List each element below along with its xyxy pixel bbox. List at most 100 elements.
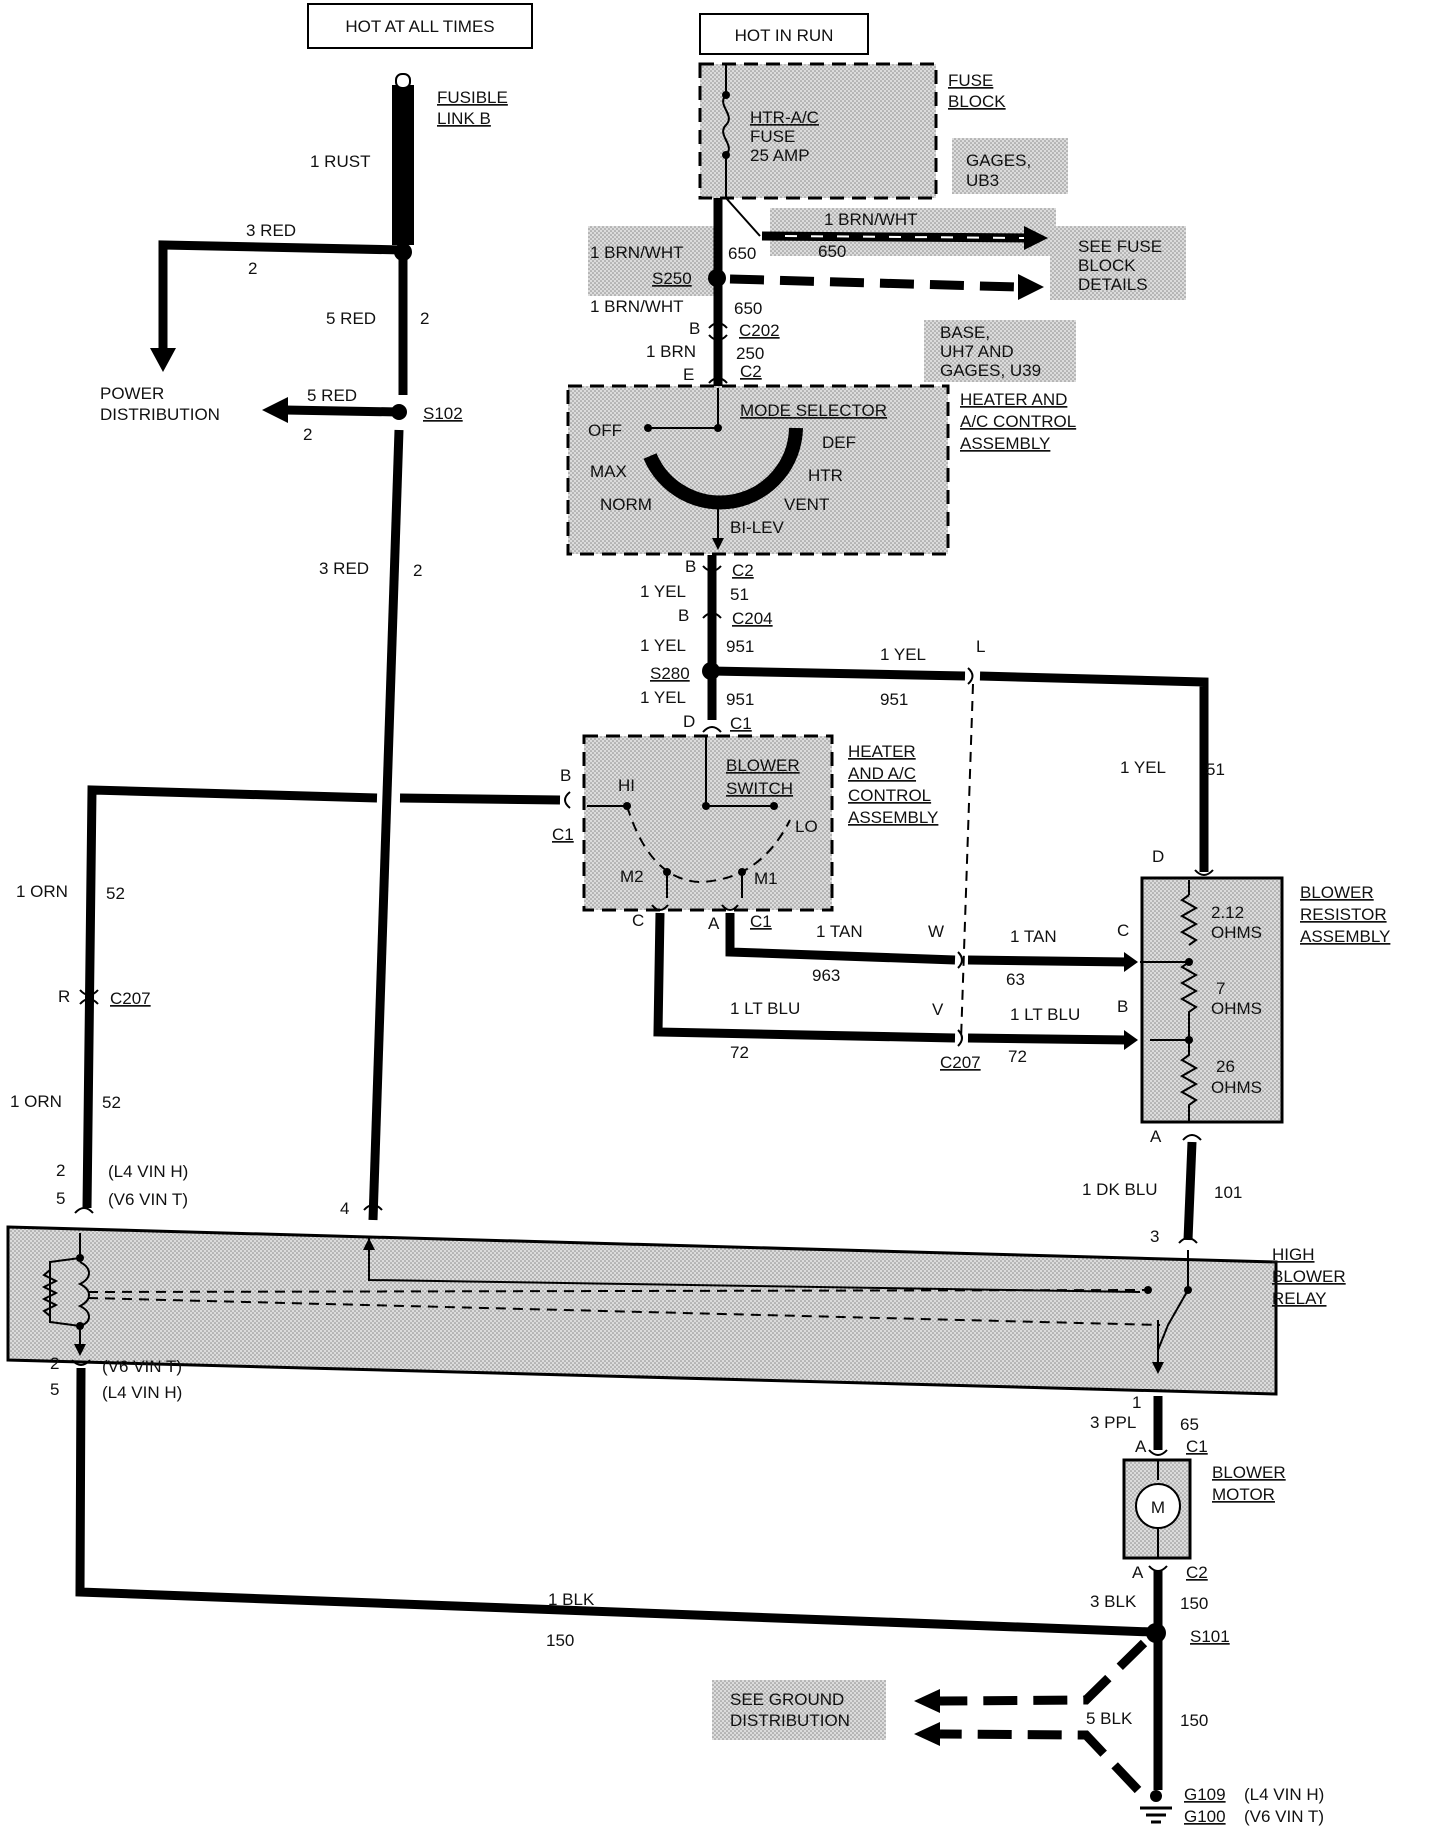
c2-pin-e-label: E (683, 365, 694, 384)
see-ground-label-2: DISTRIBUTION (730, 1711, 850, 1730)
s250-circuit-top-label: 650 (728, 244, 756, 263)
ground-symbol-icon (1140, 1790, 1172, 1824)
hot-at-all-times-label: HOT AT ALL TIMES (345, 17, 494, 36)
wire-ground-dashed-2 (939, 1729, 1142, 1794)
wire-3-red-branch (158, 240, 404, 355)
wire-orn-hi-right (399, 793, 561, 805)
wire-yel-2-label: 1 YEL (640, 636, 686, 655)
wire-yel-1-label: 1 YEL (640, 582, 686, 601)
wire-yel-51-label: 1 YEL (1120, 758, 1166, 777)
wire-yel-right-label: 1 YEL (880, 645, 926, 664)
g100-label: G100 (1184, 1807, 1226, 1826)
mode-max-label: MAX (590, 462, 627, 481)
resistor-3-unit: OHMS (1211, 1078, 1262, 1097)
hot-in-run-box: HOT IN RUN (699, 13, 869, 55)
pin-l-label: L (976, 637, 985, 656)
circuit-150-blk-label: 150 (546, 1631, 574, 1650)
resistor-assembly-label-2: RESISTOR (1300, 905, 1387, 924)
fuse-name-label: HTR-A/C (750, 108, 819, 127)
wire-3-red-long (368, 429, 404, 1221)
wire-orn-1-label: 1 ORN (16, 882, 68, 901)
motor-c1-label: C1 (1186, 1437, 1208, 1456)
wire-dk-blu-label: 1 DK BLU (1082, 1180, 1158, 1199)
relay-pin-2-bottom-note: (V6 VIN T) (102, 1357, 182, 1376)
mode-selector-switch (643, 388, 803, 550)
switch-hi-label: HI (618, 776, 635, 795)
wire-yel-951-right (710, 666, 966, 681)
relay-pin-5-top: 5 (56, 1189, 65, 1208)
fuse-block-label-2: BLOCK (948, 92, 1006, 111)
motor-symbol-label: M (1151, 1498, 1165, 1517)
arrow-left-icon (262, 397, 288, 423)
hvac-assembly-label-1: HEATER AND (960, 390, 1067, 409)
wire-lt-blu-left-label: 1 LT BLU (730, 999, 800, 1018)
see-ground-label-1: SEE GROUND (730, 1690, 844, 1709)
switch-c1-left-label: C1 (552, 825, 574, 844)
wire-lt-blu-left (653, 912, 956, 1043)
see-fuse-block-bg (1050, 226, 1186, 300)
motor-pin-a-bottom: A (1132, 1563, 1144, 1582)
circuit-2-left-label: 2 (303, 425, 312, 444)
see-fuse-label-3: DETAILS (1078, 275, 1148, 294)
c207-bottom-label: C207 (940, 1053, 981, 1072)
circuit-51-label: 51 (730, 585, 749, 604)
c204-pin-b-label: B (678, 606, 689, 625)
c1-pin-d-label: D (683, 712, 695, 731)
switch-assembly-label-1: HEATER (848, 742, 916, 761)
blower-resistor-box (1140, 876, 1284, 1124)
resistor-a-connector (1182, 1134, 1202, 1141)
relay-pin-2-bottom: 2 (50, 1354, 59, 1373)
base-note-label-1: BASE, (940, 323, 990, 342)
blower-switch-symbol (587, 736, 791, 898)
resistor-pin-c-label: C (1117, 921, 1129, 940)
wire-brn-wht-dashed (729, 274, 1019, 292)
hvac-assembly-label-3: ASSEMBLY (960, 434, 1050, 453)
base-note-label-3: GAGES, U39 (940, 361, 1041, 380)
circuit-101-label: 101 (1214, 1183, 1242, 1202)
wire-1-blk-label: 1 BLK (548, 1590, 595, 1609)
pin-v-label: V (932, 1000, 944, 1019)
relay-label-3: RELAY (1272, 1289, 1327, 1308)
wire-3-red-low-label: 3 RED (319, 559, 369, 578)
s250-wire-top-label: 1 BRN/WHT (590, 243, 684, 262)
switch-pin-b-label: B (560, 766, 571, 785)
s101-label: S101 (1190, 1627, 1230, 1646)
wire-3-blk-label: 3 BLK (1090, 1592, 1137, 1611)
circuit-951-b-label: 951 (726, 690, 754, 709)
switch-m2-label: M2 (620, 867, 644, 886)
c1-b-connector (564, 791, 571, 809)
gages-note-label-1: GAGES, (966, 151, 1031, 170)
mode-vent-label: VENT (784, 495, 829, 514)
circuit-2-mid-label: 2 (420, 309, 429, 328)
resistor-1-value: 2.12 (1211, 903, 1244, 922)
fuse-block-box (698, 62, 938, 200)
switch-assembly-label-3: CONTROL (848, 786, 931, 805)
blower-motor-label-2: MOTOR (1212, 1485, 1275, 1504)
switch-lo-label: LO (795, 817, 818, 836)
htr-ac-fuse-symbol (722, 64, 730, 198)
circuit-52-b-label: 52 (102, 1093, 121, 1112)
resistor-3-value: 26 (1216, 1057, 1235, 1076)
resistor-pin-a-label: A (1150, 1127, 1162, 1146)
switch-pin-a-label: A (708, 914, 720, 933)
mode-bi-lev-label: BI-LEV (730, 518, 785, 537)
c2-top-label: C2 (740, 362, 762, 381)
wire-lt-blu-right-label: 1 LT BLU (1010, 1005, 1080, 1024)
resistor-pin-d-label: D (1152, 847, 1164, 866)
wire-yel-3-label: 1 YEL (640, 688, 686, 707)
relay-pin-3: 3 (1150, 1227, 1159, 1246)
c207-left-label: C207 (110, 989, 151, 1008)
c207-w-connector (957, 951, 963, 969)
pin-c-terminal (1124, 952, 1138, 972)
fuse-label: FUSE (750, 127, 795, 146)
arrow-right-icon (1024, 226, 1048, 250)
c1-a-connector (721, 904, 739, 911)
c207-l-connector (967, 667, 974, 685)
c2-pin-b-label: B (685, 557, 696, 576)
wire-5-red-left (284, 405, 400, 417)
wire-tan-left (725, 913, 956, 965)
circuit-65-label: 65 (1180, 1415, 1199, 1434)
g100-note: (V6 VIN T) (1244, 1807, 1324, 1826)
wire-5-red-left-label: 5 RED (307, 386, 357, 405)
circuit-951-label: 951 (726, 637, 754, 656)
